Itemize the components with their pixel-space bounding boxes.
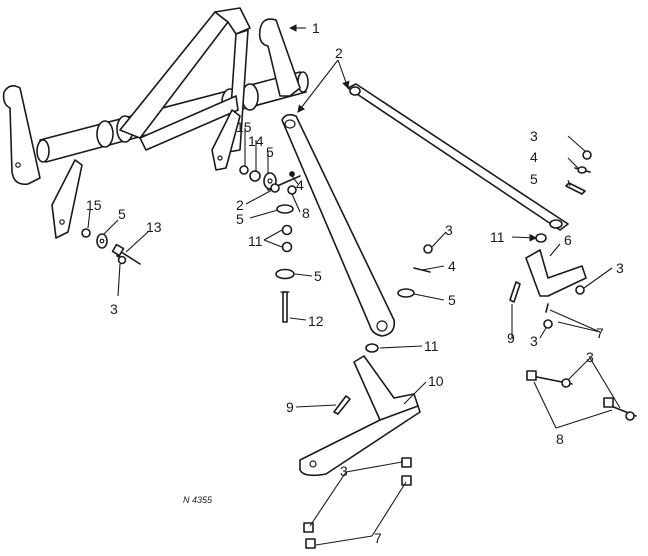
- callout-15-center: 15: [236, 119, 252, 135]
- left-hook-hole: [15, 162, 21, 168]
- callout-2: 2: [236, 197, 244, 213]
- callout-2-top: 2: [335, 45, 343, 61]
- pin-4: [289, 171, 295, 177]
- lock-washer-15: [81, 228, 91, 238]
- callout-3-lower-right: 3: [530, 333, 538, 349]
- figure-reference: N 4355: [183, 495, 213, 505]
- nut-3-center: [423, 244, 433, 254]
- nut-3-8b: [625, 411, 635, 421]
- link-rods: [281, 83, 569, 353]
- spacer-11-right: [535, 233, 547, 243]
- tube-collar-left: [96, 120, 114, 148]
- callout-5-right: 5: [530, 171, 538, 187]
- stud-7-right: [545, 303, 549, 313]
- nut-3-left: [117, 255, 127, 265]
- left-hook-bracket: [2, 84, 41, 186]
- nut-3-bracket: [575, 285, 585, 295]
- washer-5-lower: [275, 268, 295, 280]
- left-lower-plate: [51, 159, 83, 239]
- nut-3-bottom-left: [303, 522, 314, 533]
- bracket-10-hole: [309, 460, 317, 468]
- right-plate-hole: [217, 155, 223, 161]
- right-lower-plate: [211, 109, 241, 171]
- lock-washer-15-center: [239, 165, 249, 175]
- rod-end-bottom: [549, 219, 563, 229]
- callout-12: 12: [308, 313, 324, 329]
- callout-11-right: 11: [490, 229, 505, 245]
- bracket-6: [525, 249, 587, 297]
- callout-4-center: 4: [296, 177, 304, 193]
- right-hardware: [397, 150, 637, 421]
- pin-12: [282, 291, 288, 323]
- callout-5-center-right: 5: [448, 292, 456, 308]
- callout-3-bolts: 3: [586, 349, 594, 365]
- callout-10: 10: [428, 373, 444, 389]
- rod-end-top: [349, 86, 361, 96]
- main-frame-assembly: [2, 7, 309, 239]
- nut-7-bottom-right: [401, 475, 412, 486]
- nut-3-bottom-right: [401, 457, 412, 468]
- washer-14: [249, 170, 261, 182]
- callout-8-bolts: 8: [556, 431, 564, 447]
- nut-3-lower-right: [543, 319, 553, 329]
- callout-3-left: 3: [110, 301, 118, 317]
- lower-brace-arm: [139, 95, 239, 151]
- cross-tube-end: [36, 139, 50, 163]
- callout-5-mid: 5: [236, 211, 244, 227]
- callout-13: 13: [146, 219, 162, 235]
- bolt-9-right: [509, 281, 521, 303]
- callout-9-lower: 9: [286, 399, 294, 415]
- callout-5-lower: 5: [314, 268, 322, 284]
- callout-3-bottom: 3: [340, 463, 348, 479]
- nut-3-8a: [561, 378, 571, 388]
- spacer-11-bottom: [365, 343, 379, 353]
- washer-5-center-right: [397, 288, 415, 298]
- lower-bracket-assembly: [299, 355, 421, 549]
- bolt-13-head: [111, 243, 125, 257]
- callout-leaders: [87, 24, 621, 546]
- callout-8-center: 8: [302, 205, 310, 221]
- spacer-11-a: [281, 224, 293, 236]
- callout-3-right-top: 3: [530, 128, 538, 144]
- left-plate-hole: [59, 219, 65, 225]
- callout-4-right: 4: [530, 149, 538, 165]
- nut-7-bottom-left: [305, 538, 316, 549]
- callout-3-bracket: 3: [616, 260, 624, 276]
- bracket-10-base: [299, 405, 421, 477]
- washer-5-right: [565, 182, 586, 195]
- callout-5-left: 5: [118, 206, 126, 222]
- callout-6: 6: [564, 232, 572, 248]
- callout-labels: 1 2 2 3 3 3 3 3 3 3 4 4 4 5 5 5 5 5 5 6 …: [86, 20, 624, 546]
- left-hardware: [81, 228, 141, 265]
- nut-3-right-top: [582, 150, 592, 160]
- nut-8: [287, 185, 297, 195]
- drawbar-top-hole: [284, 119, 296, 129]
- washer-5-mid: [276, 204, 294, 214]
- callout-15-left: 15: [86, 197, 102, 213]
- callout-5-top: 5: [266, 144, 274, 160]
- callout-11-bottom: 11: [424, 338, 439, 354]
- callout-14: 14: [248, 133, 264, 149]
- callout-3-center: 3: [445, 222, 453, 238]
- bolt-9-lower: [333, 395, 351, 415]
- callout-11-center: 11: [248, 233, 263, 249]
- spacer-11-b: [281, 241, 293, 253]
- callout-4-center-right: 4: [448, 258, 456, 274]
- bolt-2-head: [270, 183, 280, 193]
- main-drawbar-rod: [281, 113, 396, 337]
- callout-7-bottom: 7: [374, 530, 382, 546]
- bolt-8-b-head: [603, 397, 614, 408]
- callout-7-right: 7: [596, 325, 604, 341]
- washer-5-left: [96, 233, 108, 249]
- centre-hardware: [239, 165, 301, 323]
- callout-1: 1: [312, 20, 320, 36]
- bolt-8-a-head: [526, 370, 537, 381]
- drawbar-bottom-hole: [376, 320, 388, 332]
- right-hook-bracket: [258, 18, 301, 97]
- upper-long-rod: [347, 83, 569, 231]
- callout-9-right: 9: [507, 330, 515, 346]
